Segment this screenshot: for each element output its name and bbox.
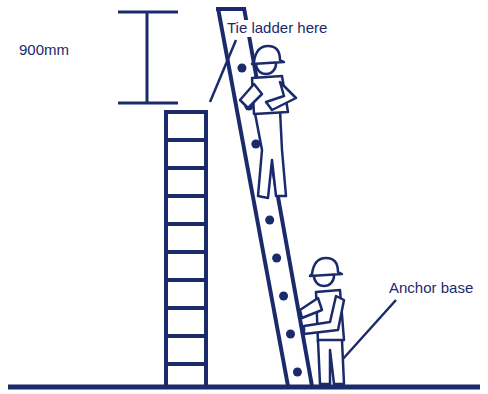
- upright-ladder: [164, 110, 208, 386]
- callout-label: 900mm: [18, 42, 70, 59]
- ladder-rung: [166, 222, 206, 226]
- worker-figure: [240, 46, 296, 198]
- ladder-rung: [166, 278, 206, 282]
- ladder-rung: [272, 254, 281, 263]
- ladder-rung: [166, 334, 206, 338]
- ladder-rungs: [231, 26, 302, 377]
- ladder-rung: [166, 138, 206, 142]
- ground-line: [8, 385, 480, 390]
- callout-label: Tie ladder here: [226, 20, 328, 37]
- leader-line: [210, 40, 236, 102]
- dimension-bracket: [118, 12, 178, 103]
- leaning-ladder: [216, 8, 312, 386]
- ladder-rung: [265, 216, 274, 225]
- ladder-rung: [166, 306, 206, 310]
- ladder-rung: [251, 140, 260, 149]
- ladder-rung: [166, 362, 206, 366]
- ladder-rung: [279, 292, 288, 301]
- worker-figure: [300, 258, 344, 384]
- ladder-rung: [166, 250, 206, 254]
- ladder-rung: [293, 368, 302, 377]
- ladder-rung: [166, 166, 206, 170]
- ladder-rung: [166, 194, 206, 198]
- callout-label: Anchor base: [388, 280, 474, 297]
- ladder-rung: [237, 64, 246, 73]
- leader-line: [342, 300, 396, 360]
- ladder-rung: [286, 330, 295, 339]
